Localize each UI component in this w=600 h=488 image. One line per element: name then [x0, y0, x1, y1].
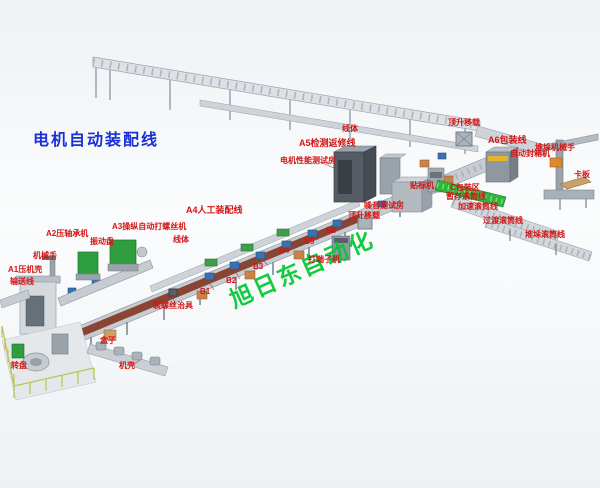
- label-c-pack-zone: C包装区: [450, 183, 480, 192]
- label-pallet: 卡板: [574, 170, 590, 179]
- turntable-cell: [1, 321, 97, 401]
- label-housing: 机壳: [119, 361, 135, 370]
- label-robot-hand: 机械手: [33, 251, 57, 260]
- vibration-bowl: [136, 246, 148, 258]
- label-labeler: 贴标机: [410, 181, 434, 190]
- label-lift-top: 顶升移载: [448, 118, 480, 127]
- pallet: [559, 176, 592, 190]
- label-b6: B6: [326, 226, 337, 235]
- bearing-screw-stations: [42, 239, 154, 307]
- label-a1-press: A1压机壳: [8, 265, 43, 274]
- carton-sealer: [485, 146, 519, 183]
- top-right-conveyor: [455, 125, 549, 157]
- label-sealer: 自动封箱机: [510, 149, 550, 158]
- screw-jig: [168, 288, 178, 297]
- label-transition-roller: 过渡滚筒线: [483, 216, 523, 225]
- label-infeed-conveyor: 输送线: [10, 277, 34, 286]
- elevated-rail: [199, 99, 479, 153]
- buffer-roller-green: [434, 179, 507, 208]
- label-buffer-roller: 暂存滚筒线: [446, 192, 486, 201]
- label-noise-room: 噪音测试房: [364, 201, 404, 210]
- label-lift-mid: 顶升移载: [348, 211, 380, 220]
- label-a4-manual-line: A4人工装配线: [186, 205, 243, 215]
- packing-area: [434, 133, 599, 262]
- parts-box: [103, 329, 117, 341]
- diagram-title: 电机自动装配线: [33, 132, 160, 149]
- leader-lines: [107, 161, 431, 367]
- label-a5-test-line: A5检测返修线: [299, 138, 356, 148]
- label-screw-jig: 装螺丝治具: [153, 301, 193, 310]
- label-a3-screw: A3操纵自动打螺丝机: [112, 222, 187, 231]
- stacking-roller: [484, 217, 593, 262]
- label-stacker-robot: 堆垛机械手: [535, 143, 575, 152]
- label-b4: B4: [279, 246, 290, 255]
- return-rail: [149, 199, 361, 293]
- infeed-conveyor: [0, 289, 31, 309]
- label-line-body-left: 线体: [173, 235, 189, 244]
- overhead-truss: [92, 56, 481, 154]
- motor-test-room: [333, 145, 377, 203]
- label-box: 盒子: [100, 336, 116, 345]
- label-terminal-machine: 打端子机: [308, 255, 340, 264]
- label-b3: B3: [253, 262, 264, 271]
- label-b2: B2: [226, 276, 237, 285]
- label-turntable: 转盘: [11, 361, 27, 370]
- terminal-machine: [331, 235, 351, 261]
- label-vibrator: 振动盘: [90, 237, 114, 246]
- bearing-press: [77, 251, 99, 277]
- label-b5: B5: [304, 237, 315, 246]
- stacking-robot: [537, 133, 599, 210]
- label-motor-test-room: 电机性能测试房: [280, 156, 336, 165]
- label-stacking-roller: 堆垛滚筒线: [525, 230, 565, 239]
- label-accel-roller: 加速滚筒线: [458, 202, 498, 211]
- housing-conveyor: [86, 329, 169, 377]
- lift-transfer-mid: [357, 217, 373, 230]
- label-a6-packing-line: A6包装线: [488, 135, 527, 145]
- label-b1: B1: [200, 287, 211, 296]
- label-a2-bearing: A2压轴承机: [46, 229, 89, 238]
- housing-press-machine: [0, 275, 61, 335]
- work-bins: [67, 152, 454, 300]
- label-line-body-top: 线体: [342, 124, 358, 133]
